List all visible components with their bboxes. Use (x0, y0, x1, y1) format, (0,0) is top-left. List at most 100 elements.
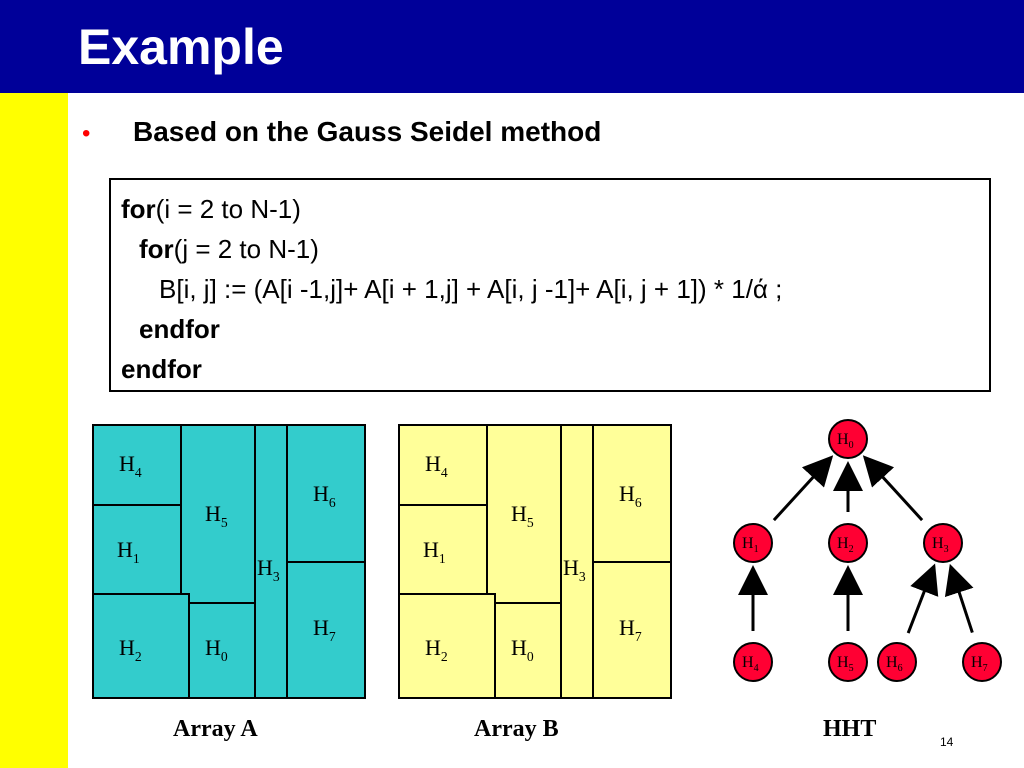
array-a-label-h4-letter: H (119, 451, 135, 476)
array-a-label-h0-letter: H (205, 635, 221, 660)
array-b-label-h1: H1 (423, 537, 446, 566)
array-b-cell-h2 (398, 593, 496, 699)
array-b-label-h3-sub: 3 (579, 569, 586, 584)
keyword-endfor-outer: endfor (121, 354, 202, 384)
bullet-text: Based on the Gauss Seidel method (133, 116, 602, 147)
tree-node-h1 (733, 523, 773, 563)
array-b-label-h6-sub: 6 (635, 495, 642, 510)
array-a-label-h7: H7 (313, 615, 336, 644)
array-b-label-h2-letter: H (425, 635, 441, 660)
tree-node-root-sub: 0 (849, 440, 854, 451)
tree-node-h2-letter: H (837, 535, 849, 552)
array-b-label-h3-letter: H (563, 555, 579, 580)
array-b-label-h3: H3 (563, 555, 586, 584)
tree-node-h5-letter: H (837, 654, 849, 671)
array-a-label-h6: H6 (313, 481, 336, 510)
tree-node-h6 (877, 642, 917, 682)
array-b-cell-h1 (398, 504, 488, 595)
side-bar (0, 93, 68, 768)
array-b-label-h6-letter: H (619, 481, 635, 506)
tree-node-h5 (828, 642, 868, 682)
array-a-label-h2: H2 (119, 635, 142, 664)
code-line-1: for(i = 2 to N-1) (121, 196, 301, 222)
array-b-label-h5: H5 (511, 501, 534, 530)
tree-node-h6-sub: 6 (898, 663, 903, 674)
tree-node-h3-sub: 3 (944, 544, 949, 555)
tree-node-h2-sub: 2 (849, 544, 854, 555)
array-a-label-h4-sub: 4 (135, 465, 142, 480)
keyword-endfor-inner: endfor (139, 314, 220, 344)
array-b-label-h2-sub: 2 (441, 649, 448, 664)
array-a-label-h4: H4 (119, 451, 142, 480)
array-a-label-h1-sub: 1 (133, 551, 140, 566)
tree-node-h1-label: H1 (742, 535, 759, 555)
array-a-label-h6-letter: H (313, 481, 329, 506)
array-b-label-h0-letter: H (511, 635, 527, 660)
array-b-cell-h7 (592, 561, 672, 699)
tree-node-h5-label: H5 (837, 654, 854, 674)
array-a-cell-h3 (254, 424, 288, 699)
tree-node-h2-label: H2 (837, 535, 854, 555)
tree-node-h3 (923, 523, 963, 563)
tree-node-h4-sub: 4 (754, 663, 759, 674)
array-a-label-h3-sub: 3 (273, 569, 280, 584)
array-a-label-h5-sub: 5 (221, 515, 228, 530)
tree-node-h7 (962, 642, 1002, 682)
array-b-caption: Array B (474, 716, 559, 742)
array-a-label-h0-sub: 0 (221, 649, 228, 664)
array-a-label-h5: H5 (205, 501, 228, 530)
code-line-4: endfor (139, 316, 220, 342)
array-b-label-h6: H6 (619, 481, 642, 510)
hht-caption: HHT (823, 716, 877, 742)
tree-node-h4 (733, 642, 773, 682)
tree-node-root-label: H0 (837, 431, 854, 451)
code-line-5: endfor (121, 356, 202, 382)
array-b-label-h4: H4 (425, 451, 448, 480)
tree-node-h7-label: H7 (971, 654, 988, 674)
array-a-cell-h0 (188, 602, 256, 699)
tree-node-h6-label: H6 (886, 654, 903, 674)
array-a-label-h2-sub: 2 (135, 649, 142, 664)
tree-node-h7-letter: H (971, 654, 983, 671)
array-a-label-h0: H0 (205, 635, 228, 664)
array-b-cell-h6 (592, 424, 672, 563)
for-inner-range: (j = 2 to N-1) (173, 234, 319, 264)
slide-title: Example (78, 19, 284, 75)
array-b-label-h1-letter: H (423, 537, 439, 562)
array-a-label-h3: H3 (257, 555, 280, 584)
tree-node-h4-letter: H (742, 654, 754, 671)
code-box: for(i = 2 to N-1) for (j = 2 to N-1) B[i,… (109, 178, 991, 392)
tree-node-h6-letter: H (886, 654, 898, 671)
tree-node-h3-letter: H (932, 535, 944, 552)
tree-node-h3-label: H3 (932, 535, 949, 555)
array-a-cell-h1 (92, 504, 182, 595)
array-b-label-h0-sub: 0 (527, 649, 534, 664)
tree-node-h4-label: H4 (742, 654, 759, 674)
tree-edge-arrow (772, 455, 834, 522)
array-a-label-h7-sub: 7 (329, 629, 336, 644)
array-b-label-h7: H7 (619, 615, 642, 644)
array-a-cell-h2 (92, 593, 190, 699)
keyword-for-outer: for (121, 194, 156, 224)
bullet-marker: • (82, 120, 91, 147)
array-a-label-h3-letter: H (257, 555, 273, 580)
array-a-label-h7-letter: H (313, 615, 329, 640)
tree-edge-arrow (862, 455, 924, 522)
code-line-3: B[i, j] := (A[i -1,j]+ A[i + 1,j] + A[i,… (159, 274, 783, 304)
array-a-label-h5-letter: H (205, 501, 221, 526)
tree-edge-arrow (906, 563, 939, 634)
array-b-label-h4-sub: 4 (441, 465, 448, 480)
array-b-cell-h0 (494, 602, 562, 699)
array-a-cell-h6 (286, 424, 366, 563)
header-bar (0, 0, 1024, 93)
array-b-label-h7-letter: H (619, 615, 635, 640)
array-a-label-h2-letter: H (119, 635, 135, 660)
for-outer-range: (i = 2 to N-1) (155, 194, 301, 224)
tree-node-h5-sub: 5 (849, 663, 854, 674)
tree-node-root (828, 419, 868, 459)
array-a-caption: Array A (173, 716, 258, 742)
